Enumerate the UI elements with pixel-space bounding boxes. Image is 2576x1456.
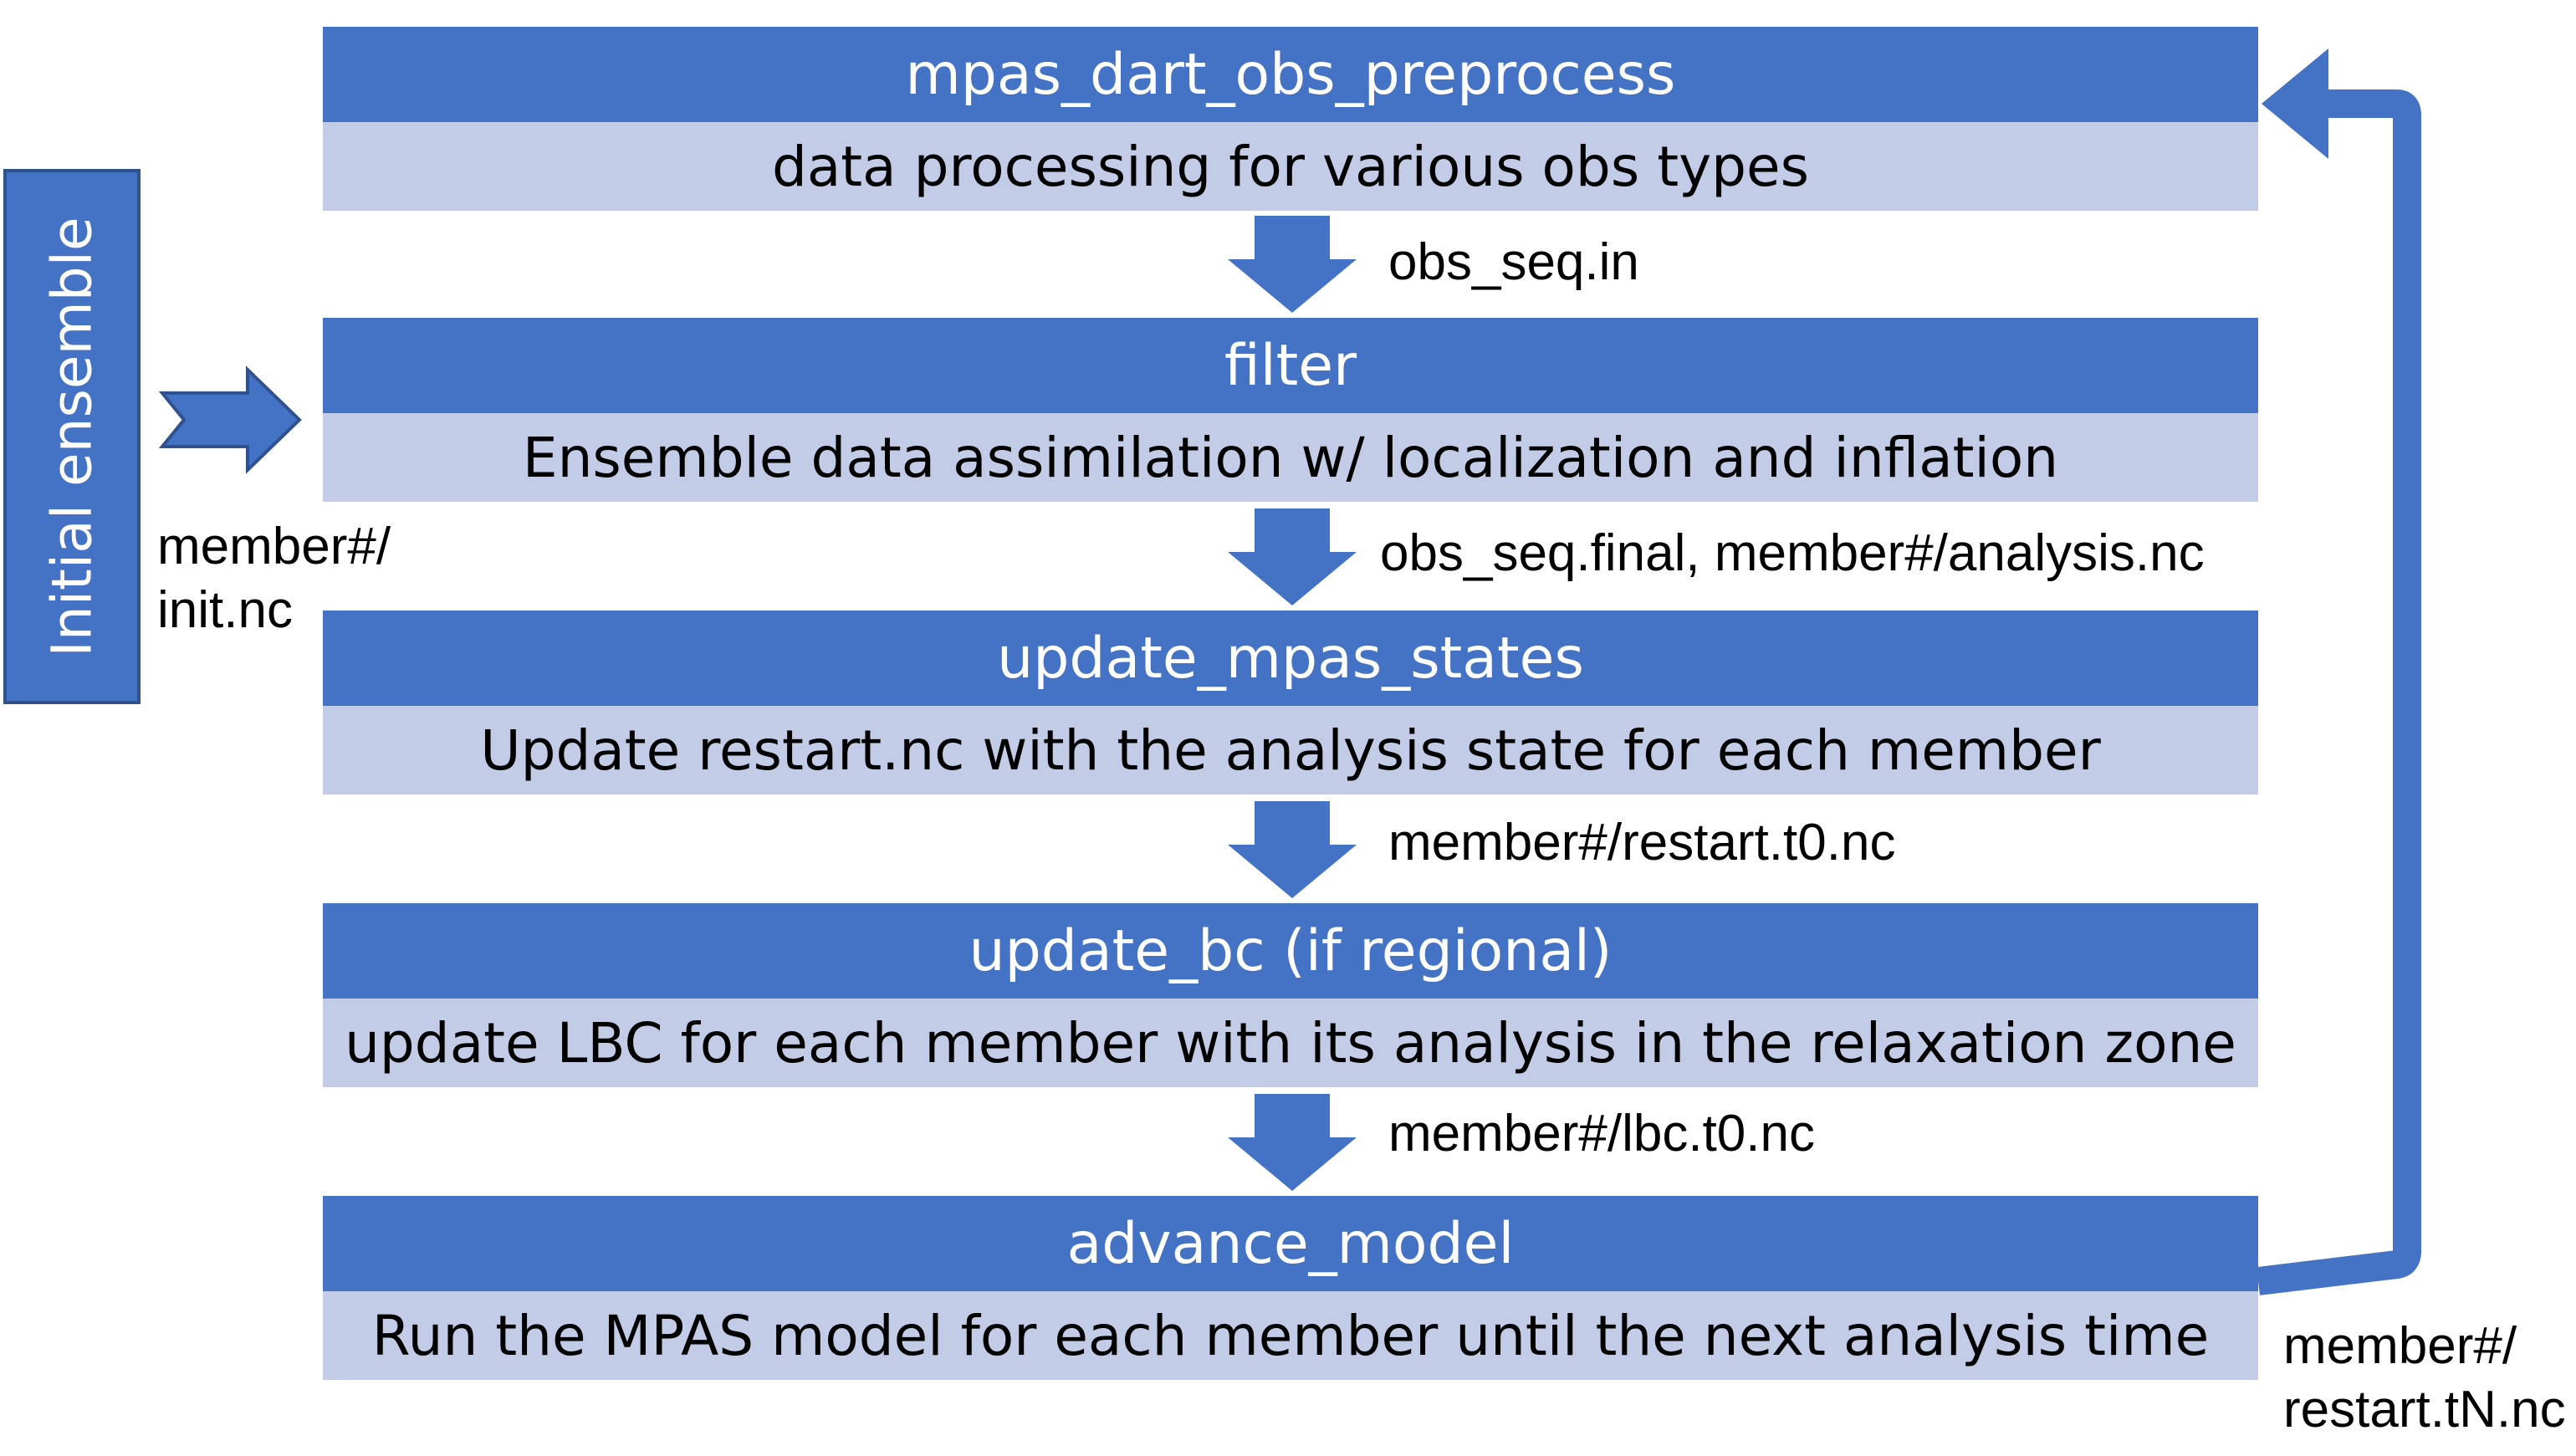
step-title: update_bc (if regional) (323, 903, 2258, 999)
step-description: Update restart.nc with the analysis stat… (323, 706, 2258, 794)
init-file-line1: member#/ (157, 518, 391, 575)
step-title: update_mpas_states (323, 610, 2258, 706)
flow-label-filter-output: obs_seq.final, member#/analysis.nc (1380, 524, 2205, 582)
restart-file-line1: member#/ (2283, 1317, 2517, 1375)
restart-file-label: member#/ restart.tN.nc (2283, 1315, 2566, 1442)
step-description: Run the MPAS model for each member until… (323, 1291, 2258, 1380)
initial-ensemble-box: Initial ensemble (3, 169, 141, 704)
restart-file-line2: restart.tN.nc (2283, 1381, 2566, 1438)
step-update-bc: update_bc (if regional) update LBC for e… (323, 903, 2258, 1087)
step-title: mpas_dart_obs_preprocess (323, 27, 2258, 122)
step-filter: filter Ensemble data assimilation w/ loc… (323, 318, 2258, 502)
down-arrow-icon (1228, 508, 1357, 605)
step-mpas-dart-obs-preprocess: mpas_dart_obs_preprocess data processing… (323, 27, 2258, 211)
down-arrow-icon (1228, 1094, 1357, 1191)
cycle-arrowhead-icon (2262, 49, 2328, 159)
flow-label-lbc-t0: member#/lbc.t0.nc (1388, 1105, 1815, 1162)
step-update-mpas-states: update_mpas_states Update restart.nc wit… (323, 610, 2258, 794)
step-description: data processing for various obs types (323, 122, 2258, 211)
down-arrow-icon (1228, 801, 1357, 898)
init-file-line2: init.nc (157, 581, 293, 639)
init-file-label: member#/ init.nc (157, 515, 391, 642)
step-description: Ensemble data assimilation w/ localizati… (323, 413, 2258, 502)
step-title: filter (323, 318, 2258, 413)
flow-label-restart-t0: member#/restart.t0.nc (1388, 814, 1896, 871)
step-title: advance_model (323, 1196, 2258, 1291)
down-arrow-icon (1228, 216, 1357, 313)
initial-ensemble-arrow-icon (158, 365, 302, 474)
flow-label-obs-seq-in: obs_seq.in (1388, 233, 1639, 291)
step-advance-model: advance_model Run the MPAS model for eac… (323, 1196, 2258, 1380)
step-description: update LBC for each member with its anal… (323, 999, 2258, 1087)
cycle-loop-arrow (2256, 89, 2421, 1295)
